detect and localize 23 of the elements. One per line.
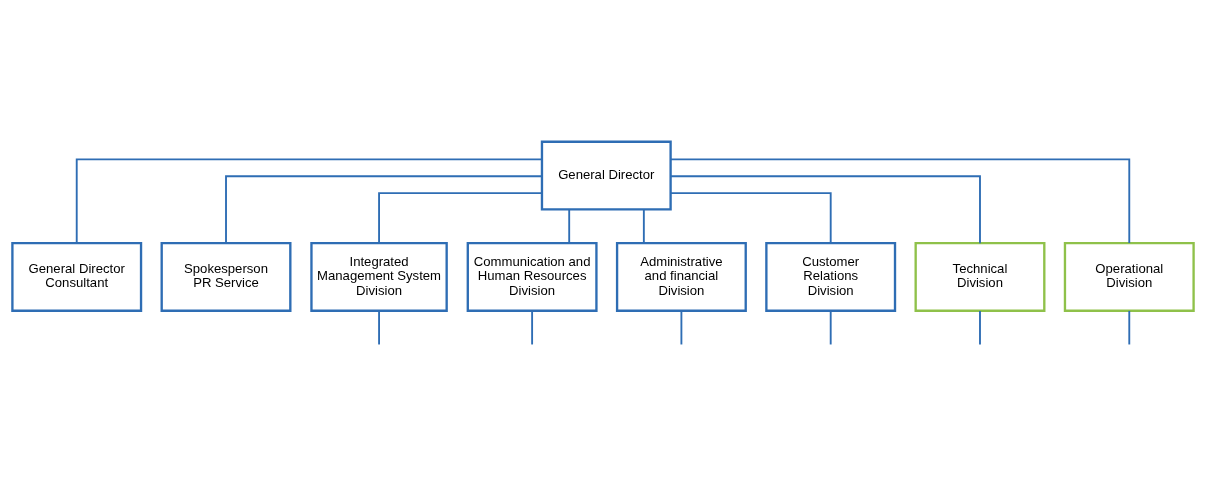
node-box: Operational Division: [1063, 242, 1195, 312]
connector: [642, 208, 645, 244]
node-box: Customer Relations Division: [765, 242, 897, 312]
node-box: General Director Consultant: [11, 242, 143, 312]
connector: [979, 310, 981, 346]
connector: [225, 175, 543, 245]
connector: [669, 158, 1131, 244]
connector: [680, 310, 683, 346]
node-box: Technical Division: [914, 242, 1046, 312]
connector: [568, 208, 571, 244]
connector: [1128, 310, 1131, 346]
connector: [378, 192, 543, 245]
node-box: Integrated Management System Division: [310, 242, 448, 312]
connector: [531, 310, 534, 346]
connector: [669, 192, 832, 245]
connector: [829, 310, 832, 346]
node-box: Communication and Human Resources Division: [466, 242, 598, 312]
connector: [670, 175, 981, 245]
node-box: Spokesperson PR Service: [160, 242, 292, 312]
node-box: Administrative and financial Division: [615, 242, 747, 312]
connector: [378, 310, 380, 346]
connector: [75, 158, 543, 244]
node-box: General Director: [540, 140, 672, 211]
